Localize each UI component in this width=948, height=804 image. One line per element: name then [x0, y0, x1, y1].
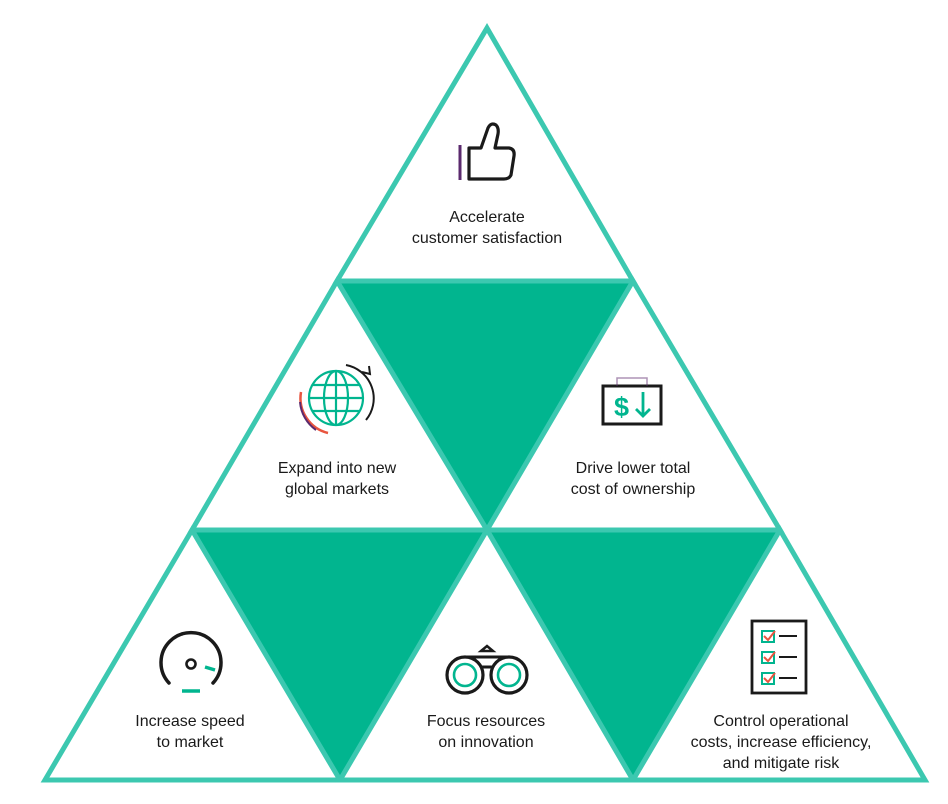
filled-triangle-lower-right — [487, 530, 780, 780]
label-increase-speed-to-market: Increase speed to market — [60, 711, 320, 753]
triangle-middle-left — [187, 276, 492, 533]
label-accelerate-customer-satisfaction: Accelerate customer satisfaction — [357, 207, 617, 249]
label-line: Expand into new — [277, 460, 397, 477]
dollar-down-icon: $ — [601, 377, 663, 426]
label-line: Drive lower total — [575, 460, 691, 477]
binoculars-icon — [445, 644, 529, 695]
label-line: on innovation — [438, 734, 534, 751]
label-line: costs, increase efficiency, — [690, 734, 872, 751]
globe-icon — [299, 364, 375, 435]
label-expand-global-markets: Expand into new global markets — [207, 458, 467, 500]
speedometer-icon — [159, 630, 223, 693]
triangle-bottom-left — [40, 525, 345, 783]
label-line: Focus resources — [426, 713, 546, 730]
label-line: Control operational — [713, 713, 849, 730]
label-line: global markets — [284, 481, 390, 498]
triangle-middle-right — [482, 276, 785, 533]
label-line: Increase speed — [135, 713, 245, 730]
label-focus-resources: Focus resources on innovation — [356, 711, 616, 753]
triangle-bottom-right — [628, 525, 930, 783]
label-drive-lower-tco: Drive lower total cost of ownership — [503, 458, 763, 500]
label-line: cost of ownership — [570, 481, 696, 498]
label-line: customer satisfaction — [411, 230, 563, 247]
filled-triangle-center — [337, 281, 633, 530]
label-line: to market — [156, 734, 224, 751]
filled-triangle-lower-left — [192, 530, 487, 780]
checklist-icon — [750, 619, 808, 695]
triangle-top — [332, 23, 638, 284]
triangle-bottom-center — [335, 525, 638, 783]
dollar-glyph: $ — [614, 392, 629, 422]
thumbs-up-icon — [458, 122, 516, 181]
label-line: and mitigate risk — [722, 755, 840, 772]
label-control-operational-costs: Control operational costs, increase effi… — [651, 711, 911, 774]
label-line: Accelerate — [449, 209, 525, 226]
